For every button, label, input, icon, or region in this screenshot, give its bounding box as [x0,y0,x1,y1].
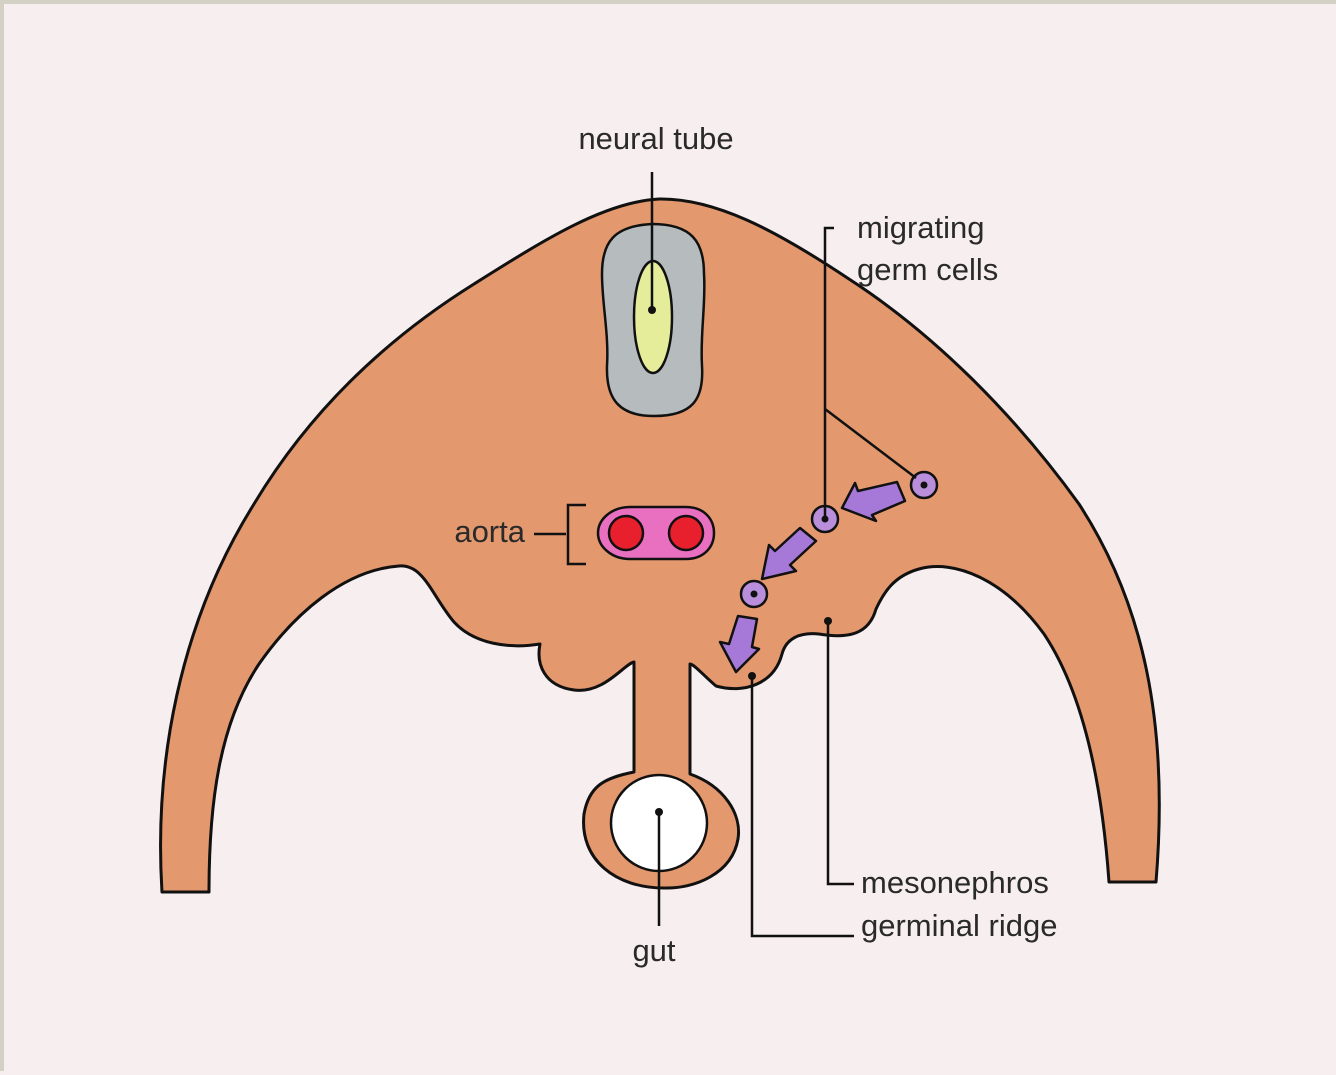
label-gut: gut [632,933,675,968]
germinal-ridge-leader [748,672,854,936]
label-migrating-line2: germ cells [857,252,998,287]
aorta-lumen-left [609,516,643,550]
aorta-lumen-right [669,516,703,550]
label-germinal-ridge: germinal ridge [861,908,1057,943]
germ-cell-3 [741,581,767,607]
label-neural-tube: neural tube [578,121,733,156]
label-aorta: aorta [454,514,525,549]
label-migrating-line1: migrating [857,210,985,245]
mesonephros-leader [824,617,854,884]
label-mesonephros: mesonephros [861,865,1049,900]
embryo-cross-section-diagram: neural tube migrating germ cells aorta g… [4,4,1336,1075]
